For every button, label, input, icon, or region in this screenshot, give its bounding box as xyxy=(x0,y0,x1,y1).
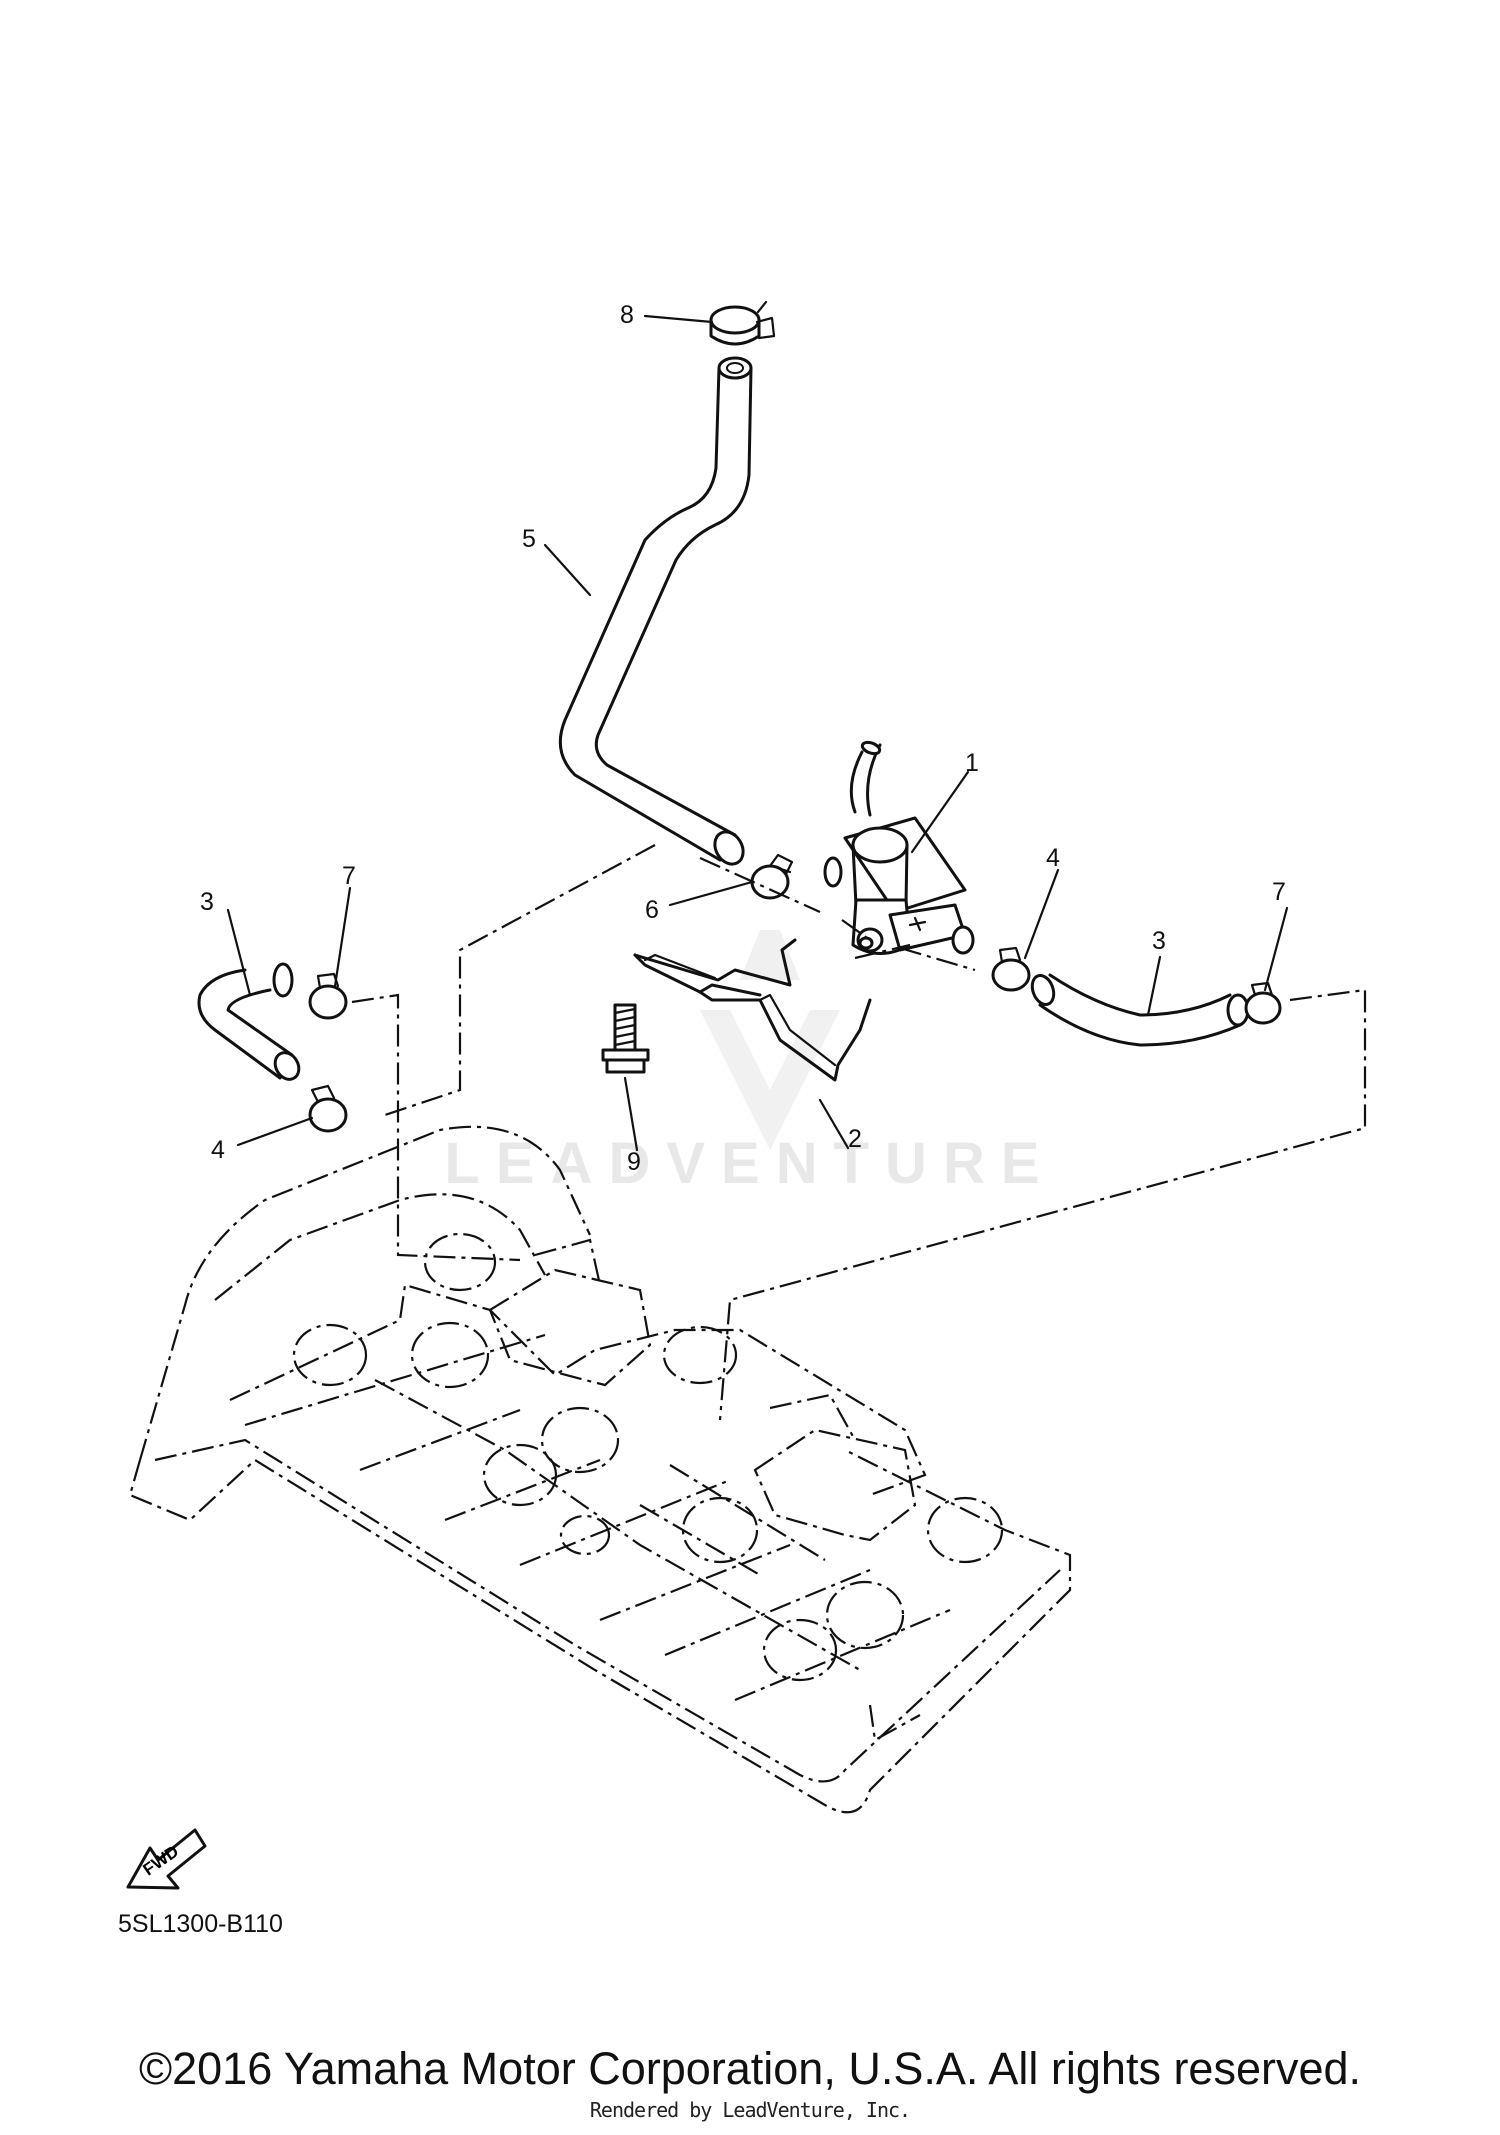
callout-7-left: 7 xyxy=(342,862,356,890)
hose-clamp-4-right[interactable] xyxy=(991,946,1031,992)
copyright-notice: ©2016 Yamaha Motor Corporation, U.S.A. A… xyxy=(138,2043,1362,2094)
hose-clamp-7-left[interactable] xyxy=(308,972,348,1020)
callout-7-right: 7 xyxy=(1272,878,1286,906)
air-hose-3-right[interactable] xyxy=(1028,972,1250,1047)
leadventure-watermark: LEADVENTURE xyxy=(444,1131,1056,1196)
cylinder-head-cover xyxy=(128,1125,1072,1814)
callout-4-left: 4 xyxy=(211,1136,225,1164)
air-hose-5[interactable] xyxy=(558,356,753,869)
hose-clamp-4-left[interactable] xyxy=(308,1084,348,1133)
callout-4-right: 4 xyxy=(1046,844,1060,872)
hose-clamp-7-right[interactable] xyxy=(1244,981,1282,1025)
callout-5: 5 xyxy=(522,525,536,553)
watermark-logo xyxy=(700,930,840,1150)
air-hose-3-left[interactable] xyxy=(197,962,304,1084)
air-induction-valve-1[interactable] xyxy=(823,740,975,955)
hose-clamp-8[interactable] xyxy=(709,300,776,346)
callout-3-right: 3 xyxy=(1152,927,1166,955)
bolt-9[interactable] xyxy=(601,1003,650,1074)
callout-leaders xyxy=(226,314,1289,1152)
drawing-code: 5SL1300-B110 xyxy=(118,1910,283,1938)
callout-1: 1 xyxy=(965,749,979,777)
callout-2: 2 xyxy=(848,1125,862,1153)
callout-8: 8 xyxy=(620,301,634,329)
callout-3-left: 3 xyxy=(200,888,214,916)
bracket-2[interactable] xyxy=(633,938,872,1082)
fwd-direction-arrow: FWD xyxy=(126,1828,207,1890)
callout-6: 6 xyxy=(645,896,659,924)
assembly-guide-lines xyxy=(351,844,1367,1421)
rendered-by-notice: Rendered by LeadVenture, Inc. xyxy=(589,2098,911,2122)
callout-9: 9 xyxy=(627,1148,641,1176)
